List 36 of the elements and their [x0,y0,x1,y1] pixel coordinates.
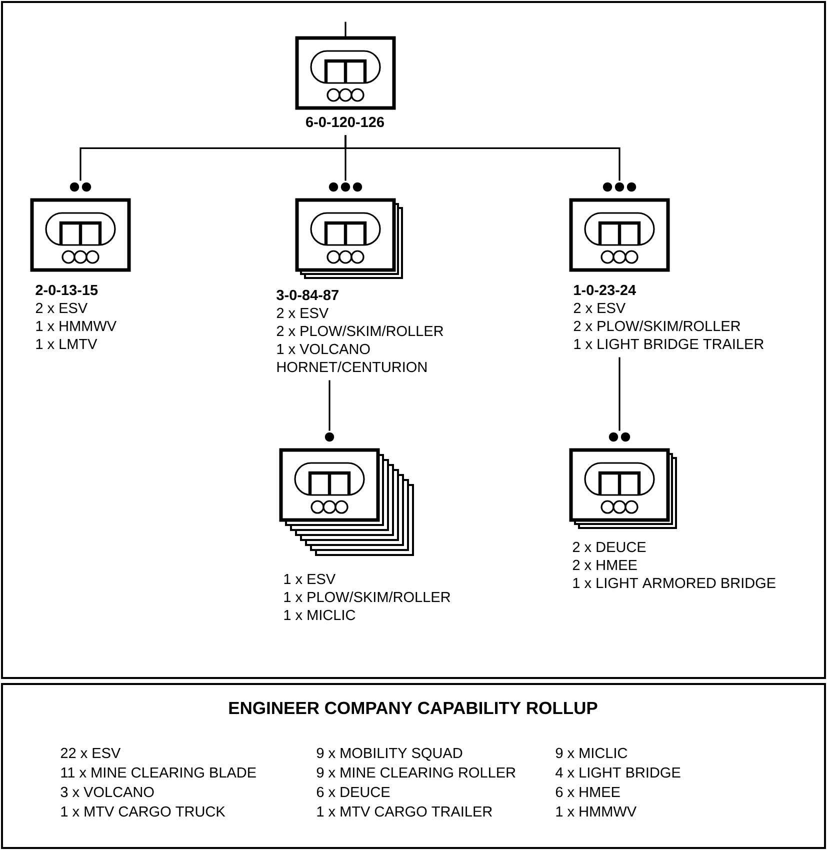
capability-item: 3 x VOLCANO [60,786,154,798]
unit-designation: 2-0-13-15 [36,284,98,296]
connector-line [328,380,330,431]
equipment-line: 1 x LMTV [36,339,98,349]
equipment-line: 1 x VOLCANO [277,344,370,354]
equipment-line: 1 x PLOW/SKIM/ROLLER [284,592,450,602]
capability-item: 1 x HMMWV [556,806,636,816]
capability-item: 22 x ESV [60,748,121,758]
equipment-line: 2 x ESV [276,308,329,318]
equipment-line: 1 x ESV [284,574,336,584]
equipment-line: 2 x PLOW/SKIM/ROLLER [574,320,740,332]
unit-designation: 6-0-120-126 [306,116,384,128]
equipment-line: 1 x LIGHT BRIDGE TRAILER [574,338,764,350]
capability-item: 11 x MINE CLEARING BLADE [61,767,256,778]
capability-item: 6 x HMEE [556,786,620,798]
connector-line [344,22,346,38]
equipment-line: 2 x PLOW/SKIM/ROLLER [276,326,444,336]
equipment-line: 1 x MICLIC [284,610,356,620]
unit-designation: 1-0-23-24 [574,284,636,296]
equipment-line: 1 x HMMWV [36,321,116,331]
connector-line [618,357,620,431]
equipment-line: 2 x ESV [574,302,626,314]
capability-item: 9 x MICLIC [556,748,628,758]
unit-designation: 3-0-84-87 [276,290,338,300]
equipment-line: 2 x HMEE [572,560,637,570]
capability-item: 9 x MOBILITY SQUAD [316,748,462,761]
capability-item: 1 x MTV CARGO TRAILER [317,806,492,817]
connector-line [344,135,620,181]
capability-item: 1 x MTV CARGO TRUCK [61,806,226,817]
capability-item: 6 x DEUCE [316,786,390,798]
equipment-line: HORNET/CENTURION [277,362,426,372]
capability-item: 4 x LIGHT BRIDGE [556,767,680,778]
equipment-line: 2 x DEUCE [572,542,646,552]
equipment-line: 2 x ESV [36,302,88,314]
equipment-line: 1 x LIGHT ARMORED BRIDGE [573,578,776,588]
capability-item: 9 x MINE CLEARING ROLLER [316,767,516,778]
